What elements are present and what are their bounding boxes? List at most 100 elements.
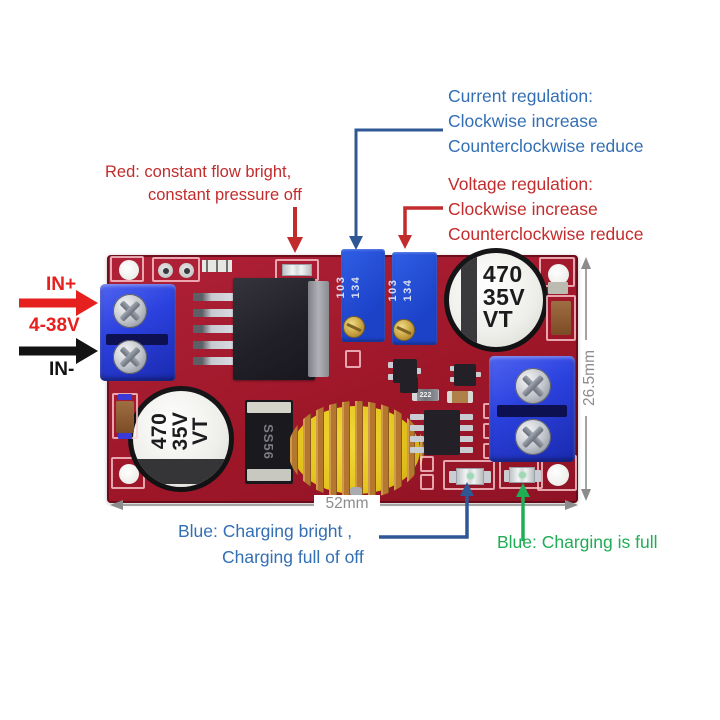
input-negative-label: IN-: [49, 359, 75, 380]
diode-band: [247, 469, 291, 481]
terminal-screw: [515, 419, 551, 455]
width-dimension-label: 52mm: [314, 495, 380, 513]
terminal-screw: [515, 368, 551, 404]
soic-pin: [459, 425, 473, 431]
through-hole: [179, 263, 194, 278]
current-trimmer: 103 134: [335, 249, 385, 342]
current-regulation-line2: Counterclockwise reduce: [448, 136, 644, 156]
inductor-windings: [288, 401, 424, 499]
red-led-note-line1: Red: constant flow bright,: [105, 163, 292, 181]
current-regulation-pointer: [349, 128, 443, 250]
capacitor-voltage: 35V: [168, 411, 192, 451]
mounting-hole: [548, 264, 569, 285]
trimmer-marking-2: 134: [402, 278, 414, 302]
capacitor-input: 470 35V VT: [449, 253, 543, 347]
input-positive-label: IN+: [46, 274, 77, 295]
ic-leg: [193, 341, 239, 349]
smd-cap-terminal: [118, 394, 132, 400]
trimmer-marking: 103 134: [335, 269, 391, 305]
terminal-slot: [497, 405, 567, 417]
silkscreen-box: [420, 474, 434, 490]
soic-pin: [459, 414, 473, 420]
soic-pin: [410, 436, 424, 442]
mounting-hole: [119, 260, 139, 280]
trimmer-marking: 103 134: [387, 272, 443, 308]
red-led-note-line2: constant pressure off: [148, 186, 302, 204]
capacitor-stripe: [461, 253, 478, 347]
schottky-diode: SS56: [245, 400, 293, 484]
led-speck: [519, 472, 526, 478]
sot23-transistor: [400, 377, 418, 393]
red-status-led: [282, 264, 312, 276]
smd-cap-terminal: [118, 433, 132, 439]
capacitor-voltage: 35V: [482, 283, 526, 310]
silkscreen-box: [546, 295, 576, 341]
inductor-wire-end: [350, 487, 362, 496]
soic-pin: [459, 447, 473, 453]
full-led-frame: [499, 460, 543, 489]
trimmer-marking-1: 103: [387, 278, 399, 302]
voltage-regulation-line1: Clockwise increase: [448, 199, 598, 219]
soic-ic: [424, 410, 460, 455]
voltage-trimmer: 103 134: [387, 252, 437, 345]
capacitor-value: 470: [148, 412, 172, 450]
ic-leg: [193, 309, 239, 317]
smd-capacitor: [551, 301, 571, 335]
trimmer-marking-2: 134: [350, 275, 362, 299]
current-regulation-line1: Clockwise increase: [448, 111, 598, 131]
soic-pin: [410, 447, 424, 453]
voltage-regulation-line2: Counterclockwise reduce: [448, 224, 644, 244]
resistor-marking: 222: [419, 391, 432, 399]
input-voltage-range-label: 4-38V: [29, 315, 80, 336]
red-led-pointer: [287, 207, 303, 253]
soic-pin: [459, 436, 473, 442]
through-hole: [158, 263, 173, 278]
mounting-hole: [547, 464, 569, 486]
terminal-slot: [106, 334, 168, 345]
capacitor-label: 470 35V VT: [482, 261, 526, 332]
soic-pin: [410, 425, 424, 431]
trimmer-adjust-screw: [343, 316, 365, 338]
capacitor-value: 470: [482, 261, 523, 288]
voltage-regulation-note: Voltage regulation: Clockwise increase C…: [448, 172, 644, 247]
ic-leg: [193, 293, 239, 301]
terminal-screw: [113, 294, 147, 328]
mounting-hole-frame: [110, 256, 144, 282]
blue-led-frame: [443, 460, 495, 490]
blue-led-note-line2: Charging full of off: [222, 547, 364, 567]
sot23-transistor: [450, 362, 481, 388]
output-terminal: [489, 356, 575, 462]
green-led-note: Blue: Charging is full: [497, 532, 658, 552]
capacitor-stripe: [133, 459, 229, 485]
smd-resistor: 222: [412, 389, 439, 401]
trimmer-adjust-screw: [393, 319, 415, 341]
silkscreen-marking: [202, 260, 232, 272]
soic-pin: [410, 414, 424, 420]
trimmer-marking-1: 103: [335, 275, 347, 299]
input-terminal: [100, 284, 176, 381]
pcb-board: 103 134 103 134 470 35V VT: [100, 248, 578, 503]
capacitor-output: 470 35V VT: [133, 391, 229, 487]
capacitor-brand: VT: [482, 305, 514, 332]
voltage-regulation-pointer: [398, 206, 443, 249]
smd-resistor: [447, 391, 473, 403]
smd-component: [548, 282, 568, 294]
led-speck: [467, 473, 474, 479]
height-dimension-label: 26.5mm: [581, 340, 599, 416]
through-hole-frame: [152, 257, 200, 282]
capacitor-label: 470 35V VT: [133, 391, 229, 479]
ic-leg: [193, 325, 239, 333]
capacitor-brand: VT: [189, 417, 213, 445]
ic-heatsink-tab: [308, 281, 329, 377]
blue-led-note-line1: Blue: Charging bright ,: [178, 521, 353, 541]
ic-leg: [193, 357, 239, 365]
main-regulator-ic: [233, 278, 315, 380]
voltage-regulation-title: Voltage regulation:: [448, 174, 593, 194]
diode-band: [247, 402, 291, 413]
current-regulation-note: Current regulation: Clockwise increase C…: [448, 84, 644, 159]
silkscreen-box: [345, 350, 361, 368]
current-regulation-title: Current regulation:: [448, 86, 593, 106]
smd-capacitor: [116, 401, 134, 433]
terminal-screw: [113, 340, 147, 374]
